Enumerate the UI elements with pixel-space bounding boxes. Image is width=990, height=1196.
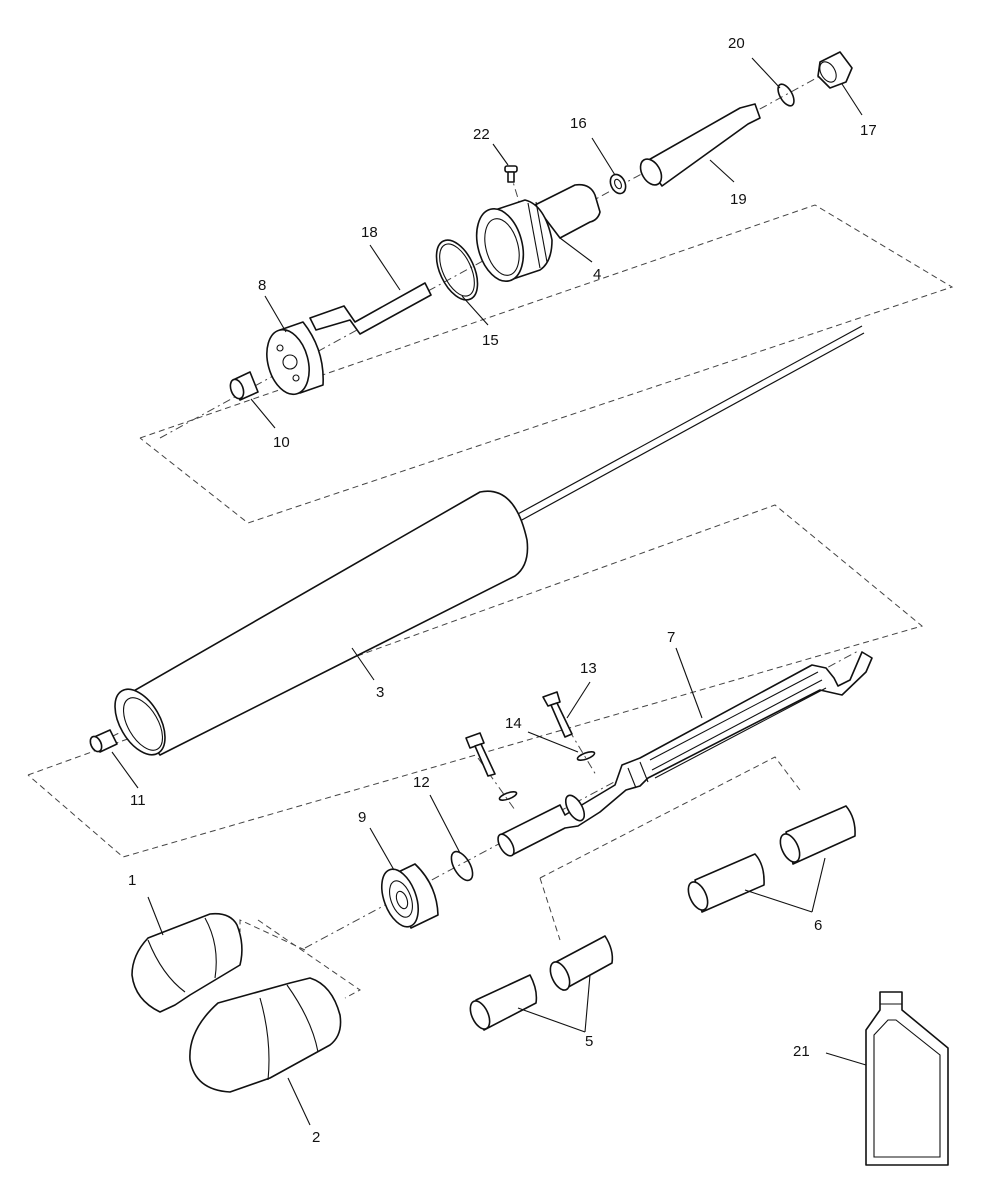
retaining-ring-top	[777, 83, 795, 107]
callout-4: 4	[593, 266, 601, 283]
lower-group-outline	[27, 504, 924, 858]
callout-21: 21	[793, 1043, 810, 1060]
upper-group-outline	[139, 204, 954, 524]
screw-13-lower	[465, 732, 496, 777]
bent-rod	[309, 282, 432, 335]
callout-2: 2	[312, 1129, 320, 1146]
callout-18: 18	[361, 224, 378, 241]
callout-15: 15	[482, 332, 499, 349]
ball-bearing	[380, 863, 439, 929]
screw-13	[542, 691, 573, 738]
callout-6: 6	[814, 917, 822, 934]
callout-19: 19	[730, 191, 747, 208]
half-shell-6a	[687, 853, 765, 913]
cylinder-housing	[114, 325, 865, 756]
half-shell-6b	[779, 805, 856, 865]
callout-9: 9	[358, 809, 366, 826]
head-body	[475, 183, 601, 282]
bullet-cap	[189, 977, 342, 1093]
callout-7: 7	[667, 629, 675, 646]
callout-16: 16	[570, 115, 587, 132]
callout-11: 11	[130, 792, 146, 809]
callout-8: 8	[258, 277, 266, 294]
callout-labels: 1 2 3 4 5 6 7 8 9 10 11 12 13 14 15 16 1…	[128, 35, 877, 1146]
small-bushing-left	[89, 729, 118, 753]
nozzle-cone	[131, 912, 243, 1013]
callout-17: 17	[860, 122, 877, 139]
bit-group-outline	[539, 756, 801, 941]
callout-12: 12	[413, 774, 430, 791]
clip-14	[498, 751, 596, 801]
callout-22: 22	[473, 126, 490, 143]
half-shell-5a	[469, 974, 538, 1031]
callout-13: 13	[580, 660, 597, 677]
callout-3: 3	[376, 684, 384, 701]
retaining-ring-12	[450, 850, 474, 882]
nozzle-outline	[239, 919, 361, 999]
rotor-shaft	[497, 651, 873, 857]
callout-1: 1	[128, 872, 136, 889]
shaft	[639, 103, 761, 187]
washer-small	[609, 173, 627, 195]
o-ring-large	[435, 239, 479, 301]
hex-nut	[817, 51, 853, 89]
small-bushing-upper	[229, 371, 259, 401]
callout-20: 20	[728, 35, 745, 52]
lubricant-bottle	[865, 991, 949, 1166]
callout-10: 10	[273, 434, 290, 451]
leader-lines	[111, 57, 867, 1126]
half-shell-5b	[549, 935, 614, 991]
small-screw	[504, 165, 518, 183]
callout-5: 5	[585, 1033, 593, 1050]
callout-14: 14	[505, 715, 522, 732]
disc-plate	[266, 321, 324, 396]
